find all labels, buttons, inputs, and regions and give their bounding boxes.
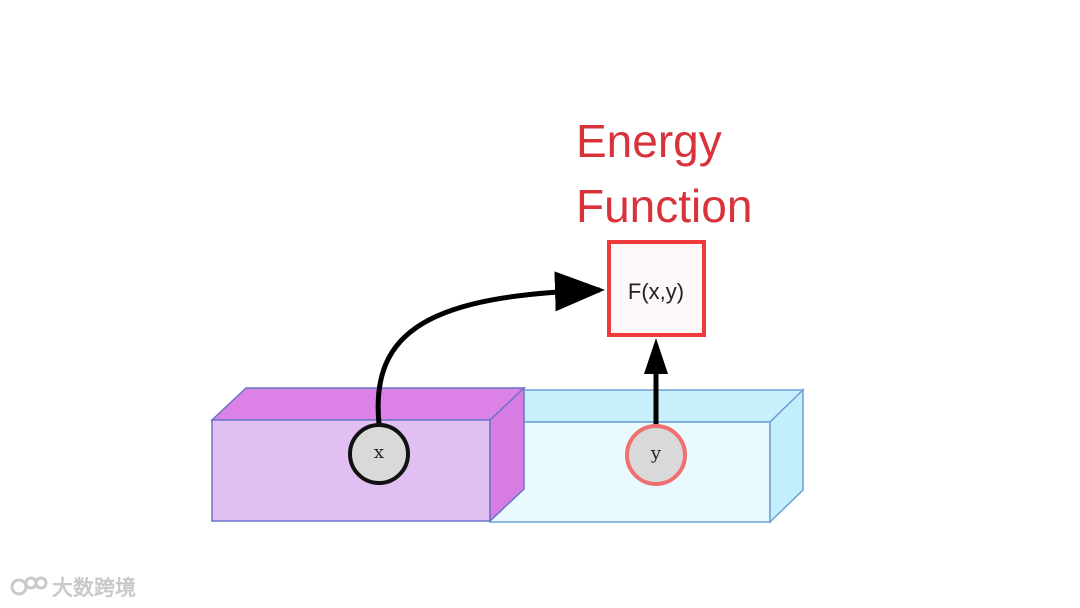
x-block-front	[211, 419, 491, 522]
node-y: y	[625, 424, 687, 486]
y-block-side	[769, 388, 804, 524]
energy-function-title-line2: Function	[576, 180, 752, 232]
energy-box-rect	[607, 240, 706, 337]
node-y-circle	[625, 424, 687, 486]
y-block-front	[489, 421, 771, 523]
watermark-text: 大数跨境	[52, 576, 136, 600]
logo-icon	[10, 576, 48, 596]
watermark: 大数跨境	[10, 572, 136, 602]
node-y-label: y	[650, 443, 662, 464]
energy-function-box: F(x,y)	[607, 240, 706, 337]
y-block-top	[488, 389, 805, 423]
energy-box-label: F(x,y)	[628, 279, 684, 304]
y-block	[488, 388, 805, 524]
node-x-label: x	[374, 442, 384, 463]
x-block-top	[210, 387, 526, 421]
arrow-y-to-energy-head	[644, 338, 668, 374]
x-block-side	[489, 386, 525, 523]
x-block	[210, 386, 526, 523]
energy-function-title-line1: Energy	[576, 115, 722, 167]
node-x: x	[348, 423, 410, 485]
node-x-circle	[348, 423, 410, 485]
arrow-x-to-energy	[375, 271, 605, 425]
